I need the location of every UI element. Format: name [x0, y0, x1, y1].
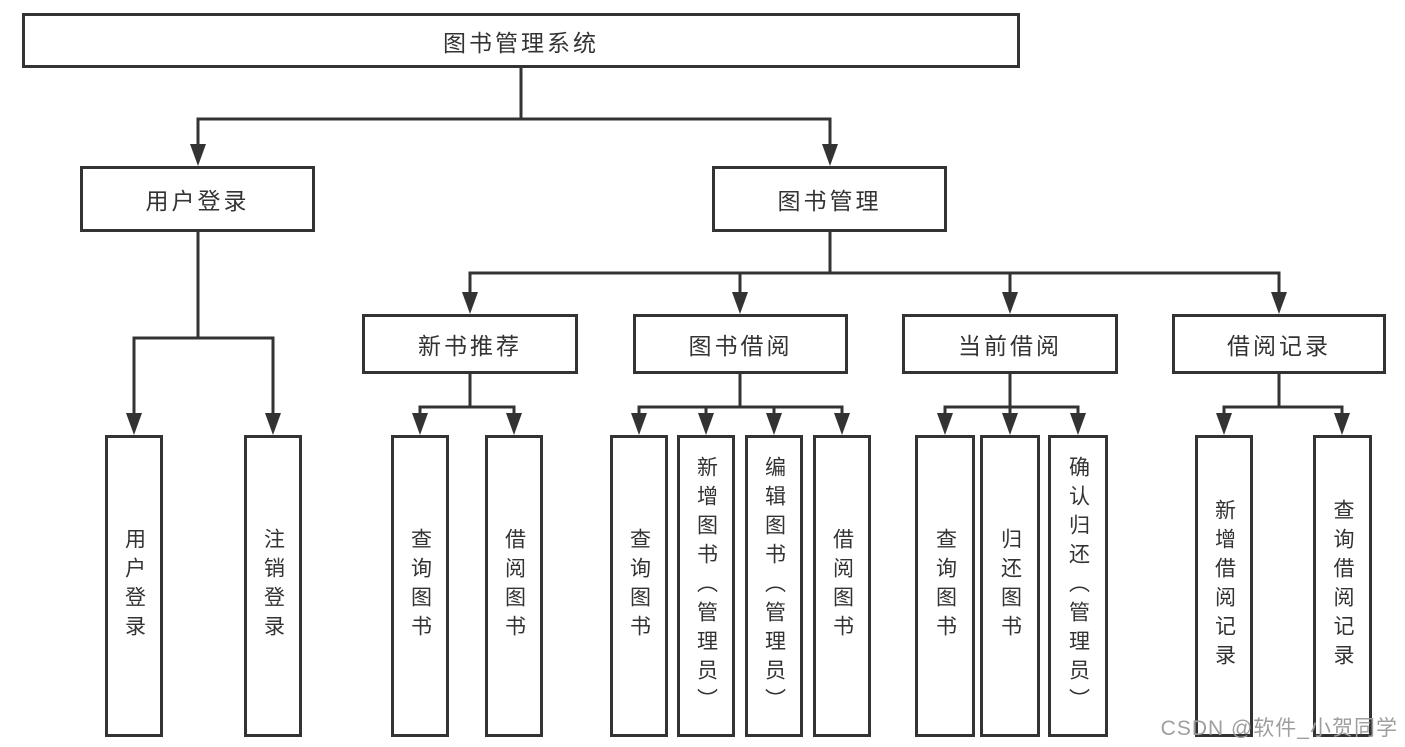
leaf-borrow-books-2: 借阅图书: [813, 435, 871, 737]
node-current-borrow-label: 当前借阅: [958, 333, 1062, 359]
leaf-query-books-3: 查询图书: [915, 435, 975, 737]
leaf-borrow-books-2-label: 借阅图书: [830, 528, 854, 644]
leaf-logout-label: 注销登录: [261, 528, 285, 644]
leaf-confirm-return-admin-label: 确认归还（管理员）: [1066, 455, 1090, 717]
node-root: 图书管理系统: [22, 13, 1020, 68]
leaf-return-books-label: 归还图书: [998, 528, 1022, 644]
csdn-watermark: CSDN @软件_小贺同学: [1160, 717, 1398, 740]
leaf-add-borrow-record: 新增借阅记录: [1195, 435, 1253, 737]
leaf-query-books-2-label: 查询图书: [627, 528, 651, 644]
leaf-user-login: 用户登录: [105, 435, 163, 737]
node-book-borrow: 图书借阅: [633, 314, 848, 374]
node-borrow-records-label: 借阅记录: [1227, 333, 1331, 359]
leaf-query-books-1: 查询图书: [391, 435, 449, 737]
node-root-label: 图书管理系统: [443, 29, 599, 56]
leaf-query-books-3-label: 查询图书: [933, 528, 957, 644]
leaf-add-books-admin: 新增图书（管理员）: [677, 435, 735, 737]
node-book-management-label: 图书管理: [777, 188, 882, 214]
node-user-login-label: 用户登录: [145, 188, 250, 214]
leaf-borrow-books-1: 借阅图书: [485, 435, 543, 737]
node-user-login: 用户登录: [80, 166, 315, 232]
node-new-book-recommend: 新书推荐: [362, 314, 578, 374]
leaf-confirm-return-admin: 确认归还（管理员）: [1048, 435, 1108, 737]
leaf-query-books-1-label: 查询图书: [408, 528, 432, 644]
leaf-query-books-2: 查询图书: [610, 435, 668, 737]
leaf-return-books: 归还图书: [980, 435, 1040, 737]
leaf-logout: 注销登录: [244, 435, 302, 737]
leaf-borrow-books-1-label: 借阅图书: [502, 528, 526, 644]
node-borrow-records: 借阅记录: [1172, 314, 1386, 374]
node-book-management: 图书管理: [712, 166, 947, 232]
leaf-user-login-label: 用户登录: [122, 528, 146, 644]
leaf-edit-books-admin: 编辑图书（管理员）: [745, 435, 803, 737]
leaf-query-borrow-record: 查询借阅记录: [1313, 435, 1372, 737]
node-current-borrow: 当前借阅: [902, 314, 1118, 374]
leaf-query-borrow-record-label: 查询借阅记录: [1331, 499, 1355, 673]
node-book-borrow-label: 图书借阅: [688, 333, 793, 359]
leaf-edit-books-admin-label: 编辑图书（管理员）: [762, 455, 786, 717]
leaf-add-borrow-record-label: 新增借阅记录: [1212, 499, 1236, 673]
node-new-book-recommend-label: 新书推荐: [418, 333, 522, 359]
leaf-add-books-admin-label: 新增图书（管理员）: [694, 455, 718, 717]
